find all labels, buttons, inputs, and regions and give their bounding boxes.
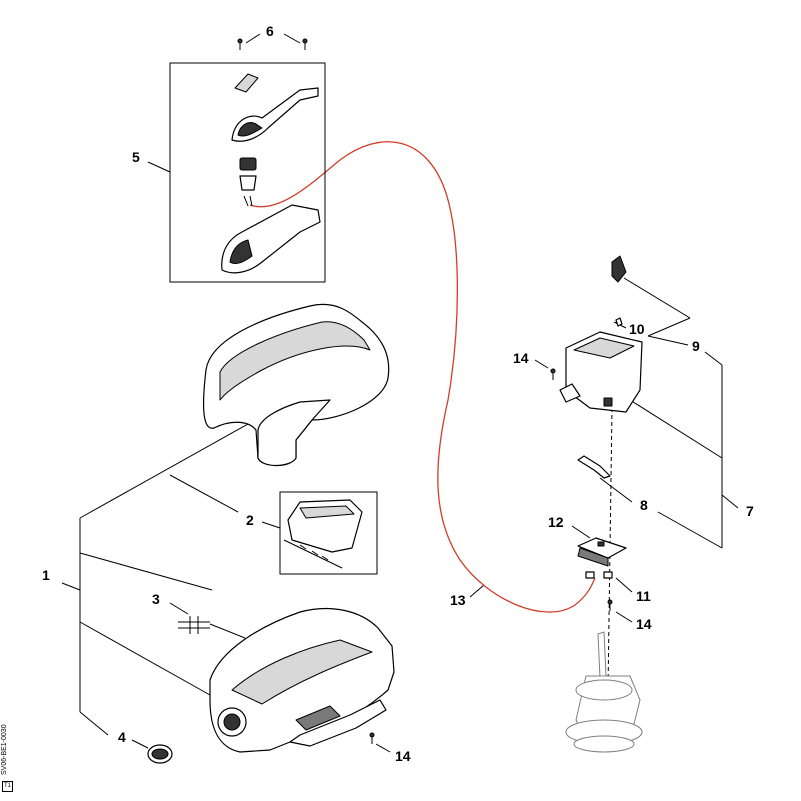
pin-10 [615,317,623,327]
clip-9 [611,255,627,283]
document-id: SV06-BE1-0030 [1,724,8,775]
cable-8 [577,455,611,479]
callout-8: 8 [640,497,648,513]
screw-14-head [550,368,556,380]
clip-11 [585,571,613,579]
badge-4 [147,744,173,764]
switch-plate-12 [577,537,627,567]
callout-9: 9 [692,338,700,354]
document-box-label: T1 [2,781,13,792]
callout-1: 1 [42,567,50,583]
screw-14-motor [607,599,613,611]
callout-4: 4 [118,729,126,745]
switch-assembly-2 [279,491,378,575]
motor-housing-7 [559,331,643,413]
callout-5: 5 [132,149,140,165]
callout-6: 6 [266,23,274,39]
callout-14-base: 14 [395,748,411,764]
upper-housing [203,303,390,467]
leader-lines [61,33,739,753]
callout-14-head: 14 [513,350,529,366]
callout-10: 10 [629,321,645,337]
callout-13: 13 [450,592,466,608]
handle-assembly-5 [169,62,326,283]
callout-14-motor: 14 [636,616,652,632]
callout-3: 3 [152,591,160,607]
callout-2: 2 [246,512,254,528]
lower-housing-1 [209,607,395,753]
screws-6 [237,38,308,50]
clip-3 [178,616,210,634]
callout-12: 12 [548,514,564,530]
callout-11: 11 [636,588,651,604]
motor [565,631,643,753]
hose-13 [249,141,596,613]
callout-7: 7 [746,503,754,519]
screw-14-base [369,732,375,744]
